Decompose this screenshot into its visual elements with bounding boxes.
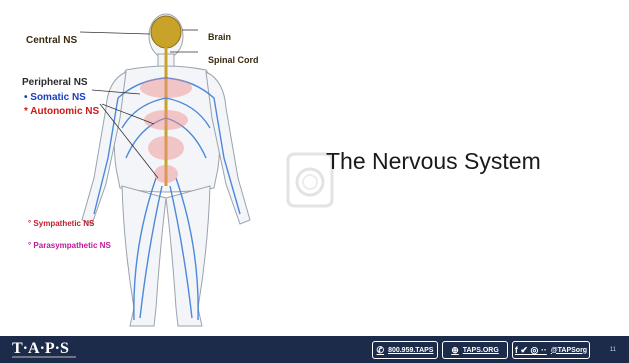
label-autonomic-ns: * Autonomic NS: [24, 107, 99, 117]
social-link[interactable]: f ✔ ◎ ·· @TAPSorg: [512, 341, 590, 359]
slide-title: The Nervous System: [326, 148, 541, 175]
label-somatic-ns: • Somatic NS: [24, 93, 86, 103]
phone-icon: ✆: [377, 345, 385, 356]
label-central-ns: Central NS: [26, 36, 77, 46]
website-link[interactable]: ⊕ TAPS.ORG: [442, 341, 508, 359]
label-peripheral-ns: Peripheral NS: [22, 78, 88, 88]
globe-icon: ⊕: [451, 345, 459, 356]
nervous-system-illustration: Central NS Brain Spinal Cord Peripheral …: [8, 8, 308, 336]
label-parasympathetic-ns: ° Parasympathetic NS: [28, 242, 111, 250]
label-brain: Brain: [208, 33, 231, 42]
label-spinal-cord: Spinal Cord: [208, 56, 259, 65]
footer-bar: T·A·P·S ✆ 800.959.TAPS ⊕ TAPS.ORG f ✔ ◎ …: [0, 336, 629, 363]
phone-link[interactable]: ✆ 800.959.TAPS: [372, 341, 438, 359]
phone-number: 800.959.TAPS: [388, 347, 433, 354]
social-icons: f ✔ ◎ ··: [515, 345, 547, 356]
page-number: 11: [610, 347, 616, 353]
logo-underline: [12, 356, 76, 358]
label-sympathetic-ns: ° Sympathetic NS: [28, 220, 94, 228]
social-handle: @TAPSorg: [551, 347, 587, 354]
website-url: TAPS.ORG: [463, 347, 499, 354]
